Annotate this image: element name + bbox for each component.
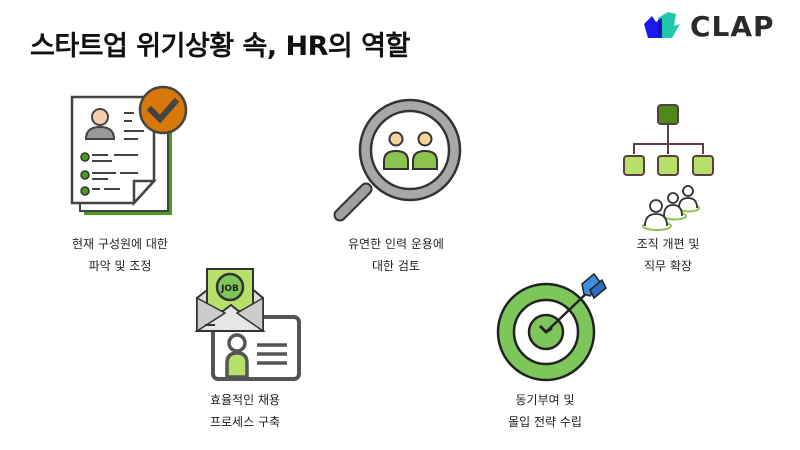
- caption-line: 프로세스 구축: [209, 415, 281, 429]
- svg-text:JOB: JOB: [220, 284, 239, 294]
- target-arrow-icon: [496, 272, 607, 382]
- caption-motivation: 동기부여 및 몰입 전략 수립: [455, 389, 635, 433]
- caption-line: 파악 및 조정: [88, 259, 152, 273]
- caption-flexible-workforce: 유연한 인력 운용에 대한 검토: [306, 233, 486, 277]
- caption-line: 효율적인 채용: [209, 393, 281, 407]
- org-chart-icon: [623, 104, 714, 231]
- caption-line: 몰입 전략 수립: [508, 415, 582, 429]
- caption-hiring-process: 효율적인 채용 프로세스 구축: [155, 389, 335, 433]
- page-title: 스타트업 위기상황 속, HR의 역할: [30, 31, 410, 62]
- magnifier-people-icon: [333, 98, 462, 222]
- caption-line: 동기부여 및: [515, 393, 575, 407]
- clap-logo-text: CLAP: [690, 10, 775, 43]
- job-envelope-icon: JOB: [195, 268, 301, 381]
- caption-line: 현재 구성원에 대한: [72, 237, 168, 251]
- caption-line: 직무 확장: [644, 259, 692, 273]
- resume-check-icon: [70, 85, 188, 215]
- caption-current-members: 현재 구성원에 대한 파악 및 조정: [30, 233, 210, 277]
- clap-logo-mark-icon: [644, 12, 680, 38]
- caption-line: 유연한 인력 운용에: [348, 237, 444, 251]
- clap-logo: CLAP: [642, 8, 792, 44]
- caption-line: 대한 검토: [372, 259, 420, 273]
- caption-line: 조직 개편 및: [636, 237, 700, 251]
- caption-reorganization: 조직 개편 및 직무 확장: [578, 233, 758, 277]
